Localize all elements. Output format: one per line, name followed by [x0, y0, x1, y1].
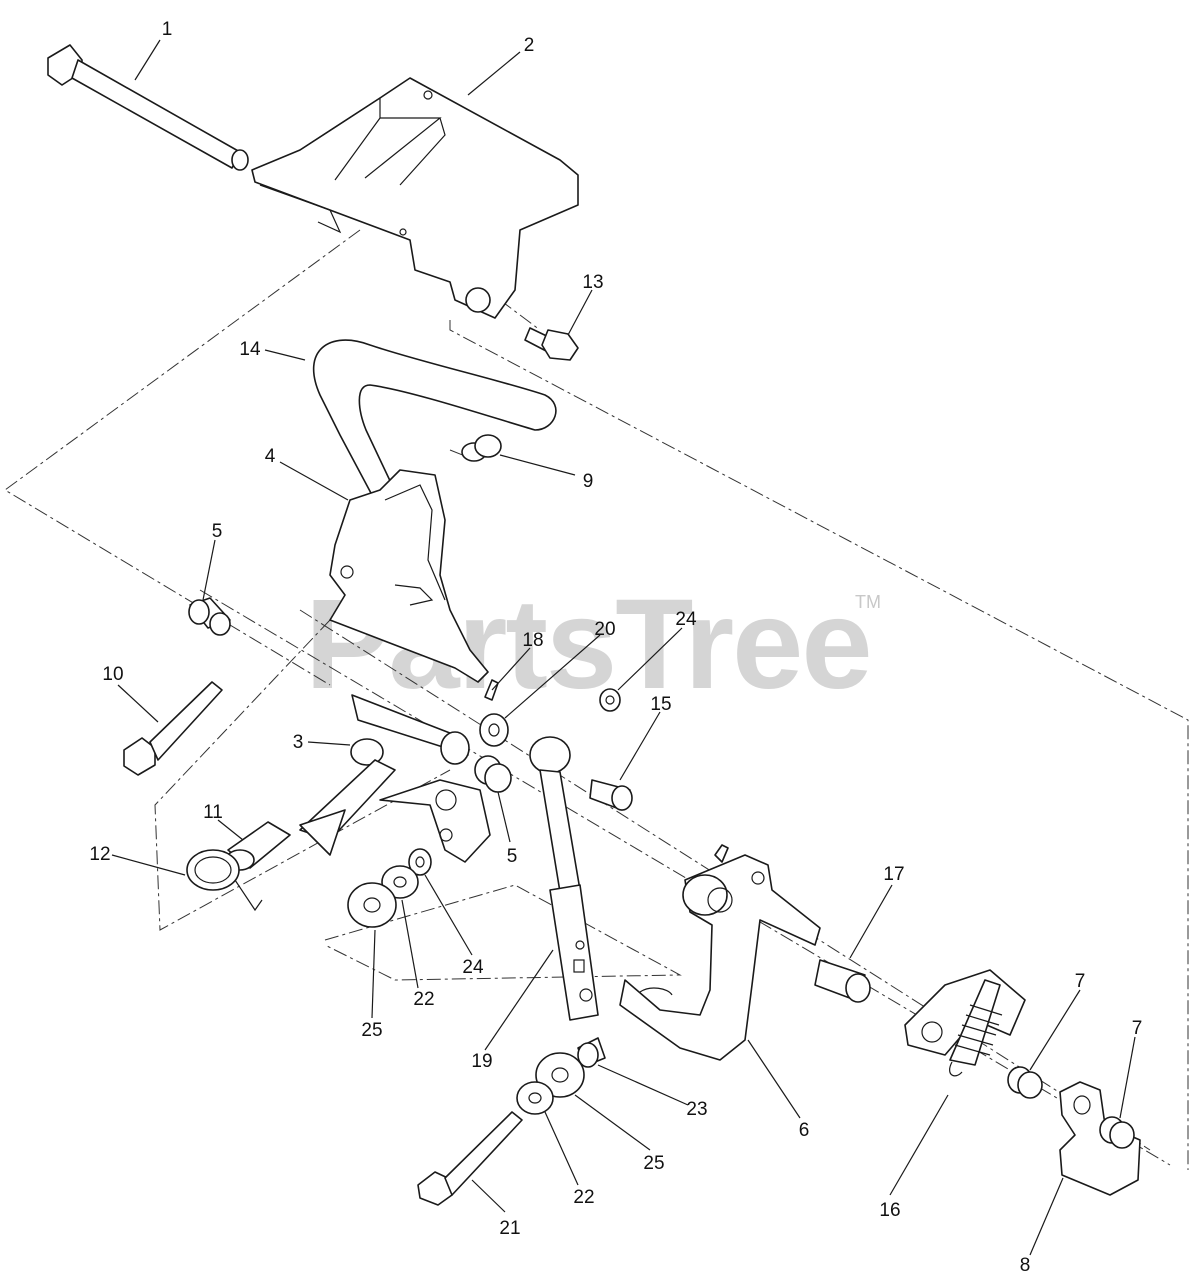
- part-15-spacer[interactable]: [589, 779, 633, 811]
- part-22-washer-upper[interactable]: [381, 865, 419, 899]
- callout-label: 20: [594, 619, 615, 640]
- callout-label: 14: [239, 339, 261, 360]
- part-21-bolt[interactable]: [417, 1111, 523, 1206]
- callout-label: 4: [265, 446, 276, 467]
- callout-label: 25: [643, 1153, 664, 1174]
- callout-label: 12: [89, 844, 110, 865]
- callout-label: 19: [471, 1051, 492, 1072]
- part-4-pedal-arm[interactable]: [329, 469, 489, 683]
- part-23-spacer[interactable]: [577, 1037, 606, 1068]
- part-5-bushing-lower[interactable]: [474, 755, 512, 793]
- part-16-spring[interactable]: [904, 969, 1026, 1077]
- part-7-bushing-second[interactable]: [1099, 1116, 1135, 1149]
- callout-label: 3: [293, 732, 304, 753]
- callout-label: 22: [573, 1187, 594, 1208]
- part-6-main-lever[interactable]: [619, 844, 821, 1061]
- callout-label: 13: [582, 272, 603, 293]
- part-24-nut-upper[interactable]: [599, 688, 621, 712]
- callout-label: 5: [507, 846, 518, 867]
- callout-label: 5: [212, 521, 223, 542]
- callout-label: 25: [361, 1020, 382, 1041]
- callout-label: 11: [203, 802, 223, 823]
- callout-label: 23: [686, 1099, 707, 1120]
- pedal-bracket-plate: [379, 779, 491, 863]
- callout-label: 7: [1132, 1018, 1143, 1039]
- part-22-washer-lower[interactable]: [516, 1081, 554, 1115]
- part-19-control-link[interactable]: [529, 736, 599, 1021]
- part-1-bracket[interactable]: [251, 77, 579, 319]
- part-13-bolt[interactable]: [524, 327, 579, 361]
- callout-label: 1: [162, 19, 173, 40]
- part-20-washer[interactable]: [479, 713, 509, 747]
- callout-label: 18: [522, 630, 543, 651]
- callout-label: 8: [1020, 1255, 1031, 1276]
- part-24-nut-lower[interactable]: [408, 848, 432, 876]
- part-17-spacer[interactable]: [814, 959, 871, 1003]
- callout-label: 9: [583, 471, 594, 492]
- callout-leaders: [111, 39, 1136, 1256]
- callout-label: 10: [102, 664, 123, 685]
- callout-label: 21: [499, 1218, 520, 1239]
- callout-labels: 1 2 13 14 4 9 5 18 20 24 10 15 3 11 12 5…: [89, 19, 1142, 1276]
- part-12-spring[interactable]: [186, 849, 263, 912]
- watermark-trademark: TM: [855, 592, 881, 612]
- callout-label: 6: [799, 1120, 810, 1141]
- callout-label: 16: [879, 1200, 900, 1221]
- callout-label: 24: [675, 609, 697, 630]
- callout-label: 24: [462, 957, 484, 978]
- part-10-bolt[interactable]: [123, 681, 223, 776]
- part-25-washer-upper[interactable]: [347, 882, 397, 928]
- part-9-flange-nut[interactable]: [461, 434, 502, 462]
- part-2-long-bolt[interactable]: [47, 44, 249, 171]
- callout-label: 2: [524, 35, 535, 56]
- part-5-bushing-upper[interactable]: [188, 597, 231, 636]
- callout-label: 7: [1075, 971, 1086, 992]
- part-8-latch-plate[interactable]: [1059, 1081, 1141, 1196]
- part-7-bushing-first[interactable]: [1007, 1066, 1043, 1099]
- part-3-pivot-tube[interactable]: [299, 694, 470, 856]
- callout-label: 15: [650, 694, 671, 715]
- part-14-handle-grip[interactable]: [312, 339, 557, 496]
- callout-label: 22: [413, 989, 434, 1010]
- callout-label: 17: [883, 864, 904, 885]
